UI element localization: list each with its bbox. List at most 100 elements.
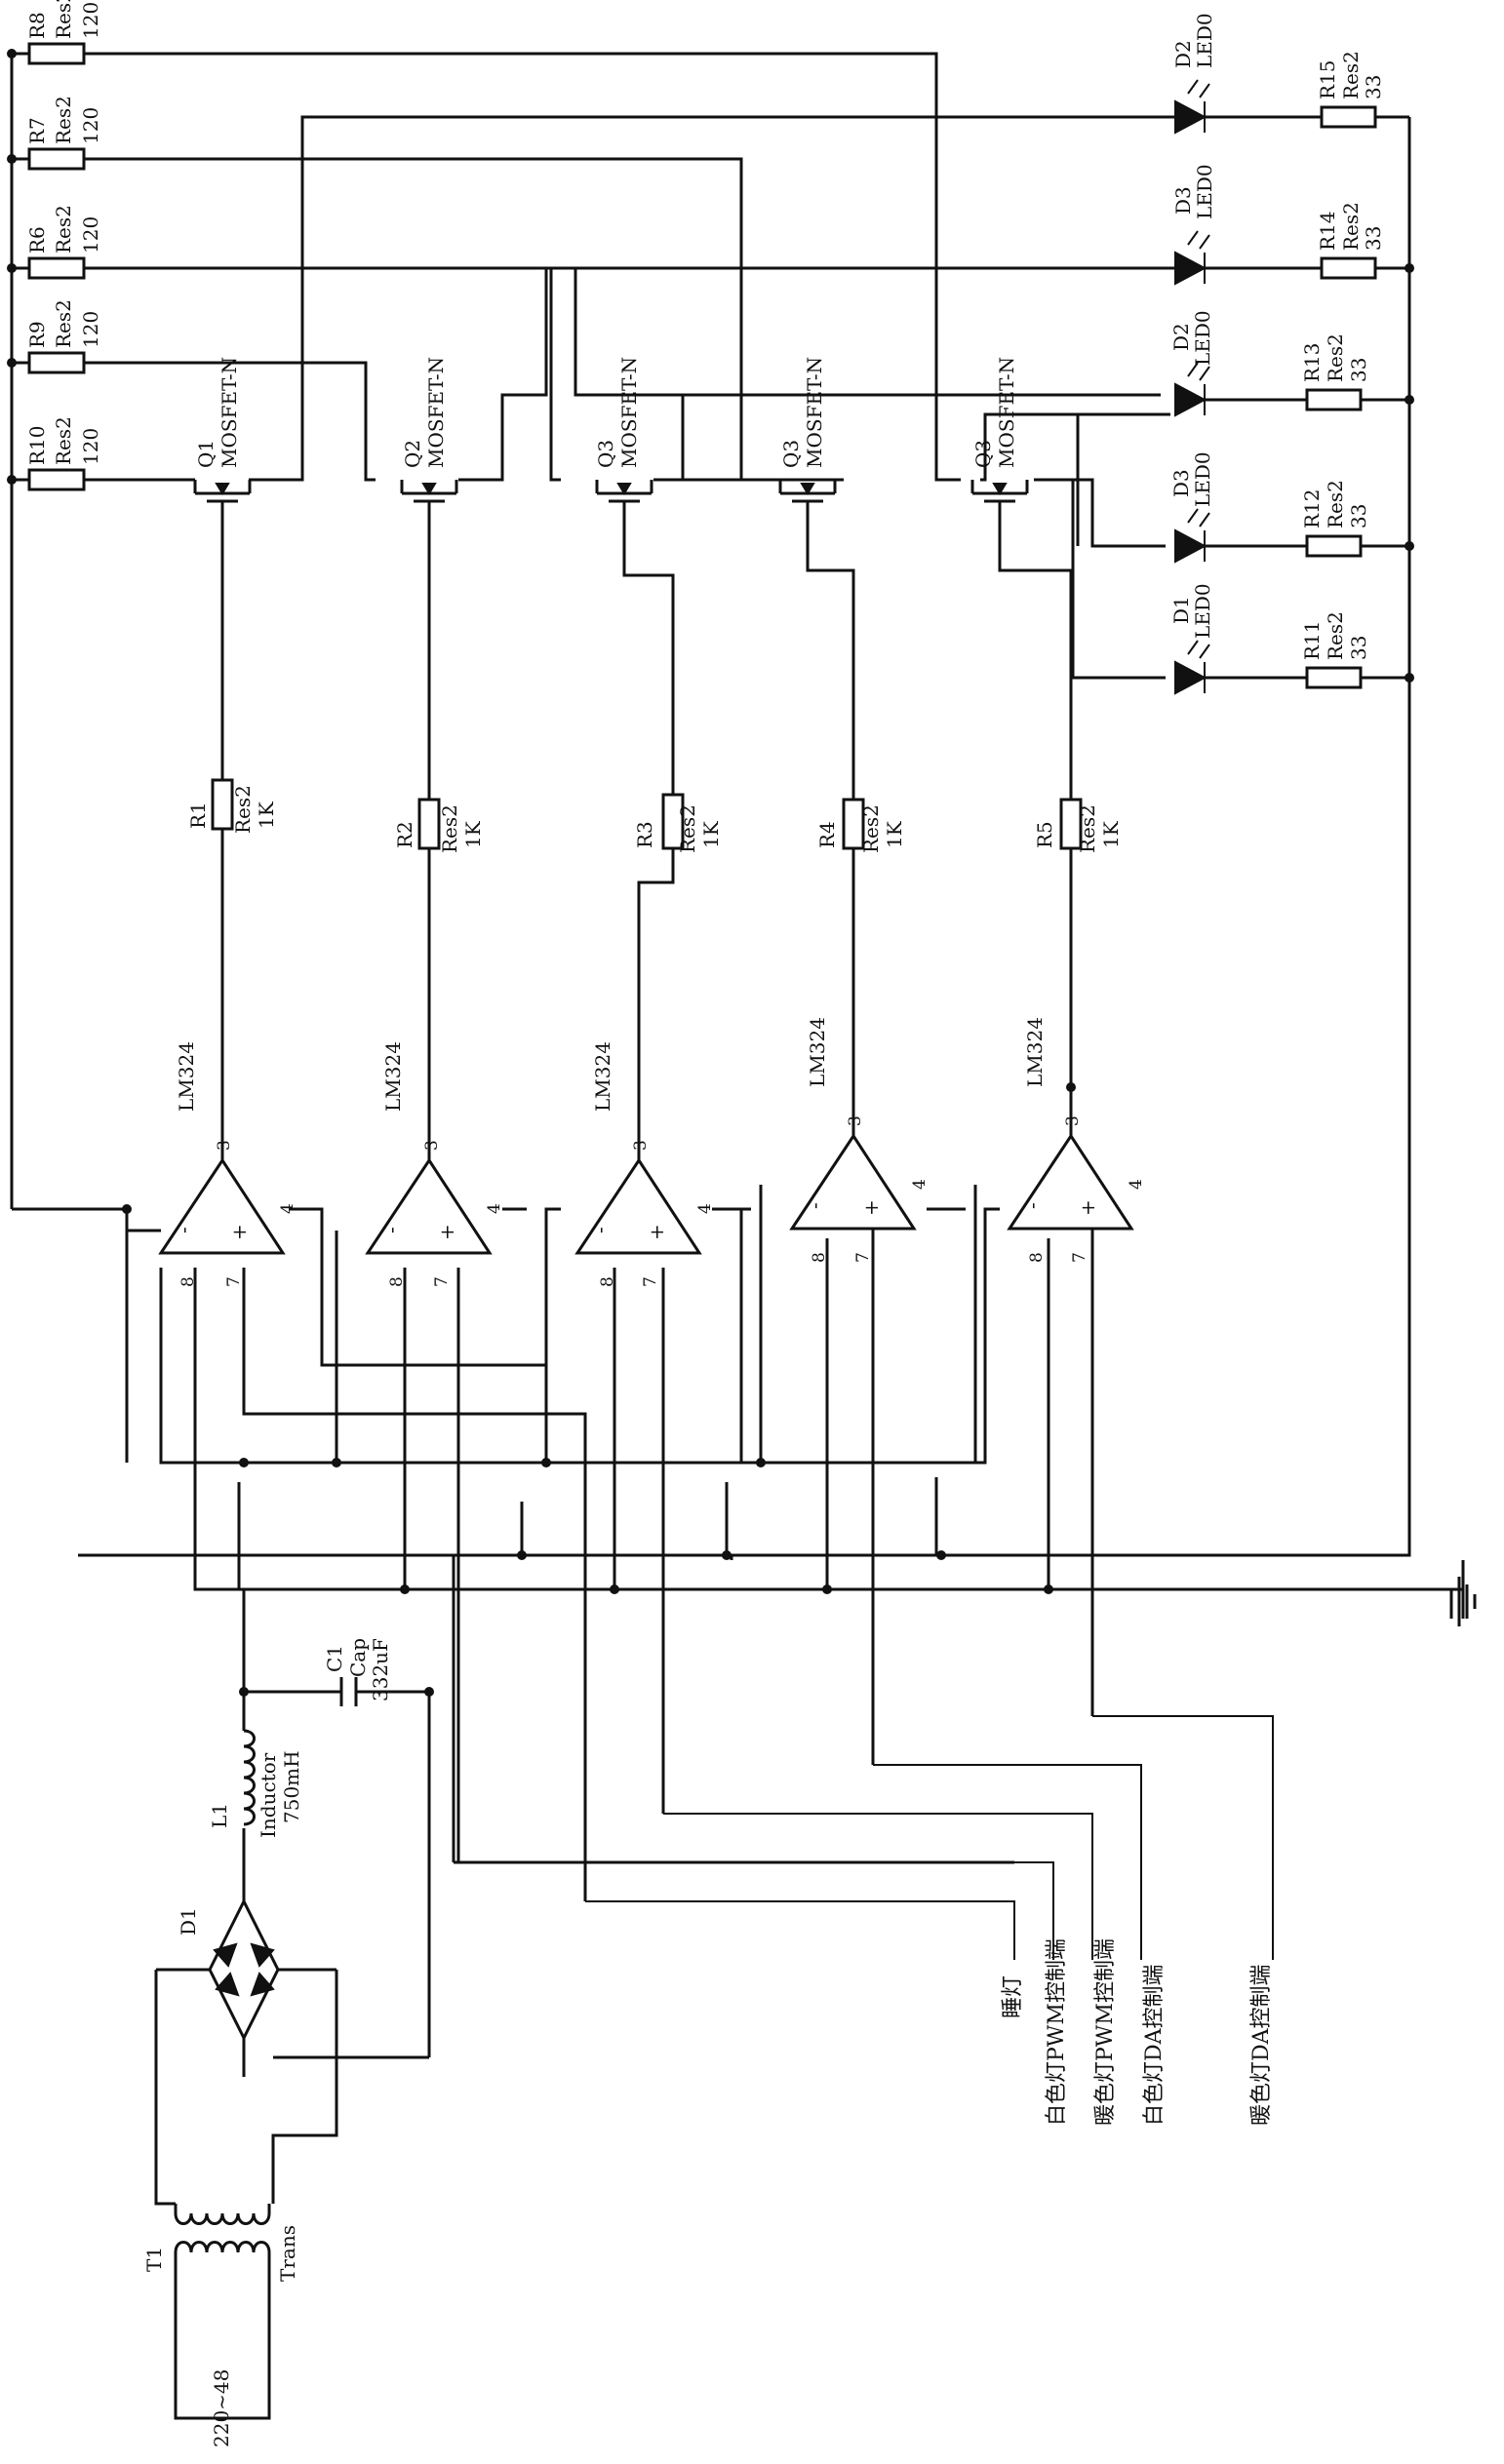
top-resistor-r6: R6 Res2 120 — [25, 205, 102, 280]
r13-type: Res2 — [1324, 333, 1347, 382]
led-d3-lower: D3 LED0 — [1169, 451, 1214, 564]
q2-type: MOSFET-N — [424, 357, 448, 468]
q3a-ref: Q3 — [594, 440, 617, 468]
ground-symbol — [1449, 1577, 1477, 1626]
r12-type: Res2 — [1324, 480, 1347, 528]
q3c-type: MOSFET-N — [995, 357, 1018, 468]
r10-type: Res2 — [52, 416, 75, 465]
c1-type: Cap — [346, 1638, 370, 1677]
r13-ref: R13 — [1300, 342, 1324, 382]
r7-type: Res2 — [52, 96, 75, 144]
gate-resistor-r5: R5 Res2 1K — [1033, 798, 1123, 853]
control-label-group: 睡灯 白色灯PWM控制端 暖色灯PWM控制端 白色灯DA控制端 暖色灯DA控制端 — [1001, 1938, 1274, 2126]
q3b-ref: Q3 — [779, 440, 803, 468]
gate-resistor-r2: R2 Res2 1K — [393, 798, 485, 853]
r2-value: 1K — [461, 820, 485, 848]
opamp-2: LM324 3 - + 8 7 4 — [365, 1041, 504, 1287]
control-label-warm-pwm: 暖色灯PWM控制端 — [1093, 1938, 1118, 2126]
opamp-2-pin4: 4 — [485, 1203, 504, 1214]
transformer-t1: T1 Trans 220~48 — [142, 2204, 299, 2447]
l1-ref: L1 — [208, 1803, 231, 1828]
opamp-5-pin4: 4 — [1127, 1179, 1146, 1190]
resistor-r15: R15 Res2 33 — [1316, 51, 1385, 129]
r14-type: Res2 — [1339, 202, 1363, 251]
r5-type: Res2 — [1076, 804, 1099, 853]
r1-ref: R1 — [186, 802, 210, 829]
r10-value: 120 — [79, 428, 102, 465]
opamp-5-pin8: 8 — [1027, 1252, 1047, 1263]
opamp-4-pin7: 7 — [853, 1252, 873, 1263]
r3-ref: R3 — [633, 821, 656, 848]
r4-type: Res2 — [859, 804, 883, 853]
r10-ref: R10 — [25, 425, 49, 465]
opamp-2-pin7: 7 — [432, 1276, 452, 1287]
opamp-5-ref: LM324 — [1023, 1017, 1047, 1087]
d1-type: LED0 — [1191, 583, 1214, 639]
opamp-4-pin3: 3 — [846, 1115, 865, 1126]
opamp-1-pin8: 8 — [178, 1276, 198, 1287]
opamp-3-minus: - — [588, 1227, 612, 1233]
q1-type: MOSFET-N — [218, 357, 241, 468]
d3-top-type: LED0 — [1193, 164, 1216, 219]
gate-resistor-r3: R3 Res2 1K — [633, 793, 723, 853]
c1-value: 332uF — [369, 1638, 392, 1701]
t1-ref: T1 — [142, 2247, 166, 2272]
mosfet-q1 — [193, 480, 252, 507]
gate-resistor-r4: R4 Res2 1K — [815, 798, 906, 853]
opamp-1-ref: LM324 — [175, 1041, 198, 1112]
control-label-night-light: 睡灯 — [1001, 1975, 1025, 2018]
d2-top-type: LED0 — [1193, 13, 1216, 68]
top-resistor-r10: R10 Res2 120 — [25, 416, 102, 491]
opamp-4-pin8: 8 — [810, 1252, 829, 1263]
r5-ref: R5 — [1033, 821, 1056, 848]
r3-value: 1K — [699, 820, 723, 848]
opamp-2-minus: - — [379, 1227, 403, 1233]
opamp-3-plus: + — [645, 1224, 668, 1240]
r15-type: Res2 — [1339, 51, 1363, 99]
opamp-2-pin8: 8 — [387, 1276, 407, 1287]
q3b-type: MOSFET-N — [803, 357, 826, 468]
t1-type: Trans — [276, 2225, 299, 2282]
opamp-5-pin7: 7 — [1070, 1252, 1089, 1263]
r11-value: 33 — [1347, 636, 1370, 660]
r11-ref: R11 — [1300, 620, 1324, 660]
resistor-r14: R14 Res2 33 — [1316, 202, 1385, 280]
opamp-2-plus: + — [435, 1224, 458, 1240]
gate-resistor-r1: R1 Res2 1K — [186, 778, 278, 834]
top-resistor-r8: R8 Res2 120 — [25, 0, 102, 65]
opamp-1-pin4: 4 — [278, 1203, 297, 1214]
r2-ref: R2 — [393, 821, 416, 848]
led-d2-mid: D2 LED0 — [1169, 310, 1214, 417]
resistor-r13: R13 Res2 33 — [1300, 333, 1370, 411]
d2-mid-type: LED0 — [1191, 310, 1214, 366]
control-label-white-da: 白色灯DA控制端 — [1142, 1964, 1167, 2126]
opamp-2-ref: LM324 — [381, 1041, 405, 1112]
r7-value: 120 — [79, 107, 102, 144]
r6-type: Res2 — [52, 205, 75, 254]
bridge-ref: D1 — [177, 1907, 200, 1936]
opamp-3-ref: LM324 — [591, 1041, 614, 1112]
opamp-5-minus: - — [1020, 1202, 1044, 1209]
q3a-type: MOSFET-N — [617, 357, 641, 468]
d2-mid-ref: D2 — [1169, 323, 1193, 351]
l1-value: 750mH — [280, 1750, 303, 1823]
r8-value: 120 — [79, 2, 102, 39]
opamp-5: LM324 3 - + 8 7 4 — [1007, 1017, 1146, 1263]
opamp-3-pin8: 8 — [598, 1276, 617, 1287]
control-label-white-pwm: 白色灯PWM控制端 — [1045, 1938, 1069, 2126]
control-leads — [454, 1715, 1274, 1960]
r4-ref: R4 — [815, 821, 839, 848]
opamp-3-pin7: 7 — [641, 1276, 660, 1287]
mosfet-q3c — [970, 480, 1029, 507]
r4-value: 1K — [883, 820, 906, 848]
opamp-1-plus: + — [227, 1224, 251, 1240]
r2-type: Res2 — [438, 804, 461, 853]
q3c-ref: Q3 — [971, 440, 995, 468]
r6-value: 120 — [79, 216, 102, 254]
r6-ref: R6 — [25, 226, 49, 254]
t1-rating: 220~48 — [210, 2369, 233, 2447]
d2-top-ref: D2 — [1171, 40, 1195, 68]
resistor-r11: R11 Res2 33 — [1300, 611, 1370, 689]
led-d2-top: D2 LED0 — [1171, 13, 1216, 135]
